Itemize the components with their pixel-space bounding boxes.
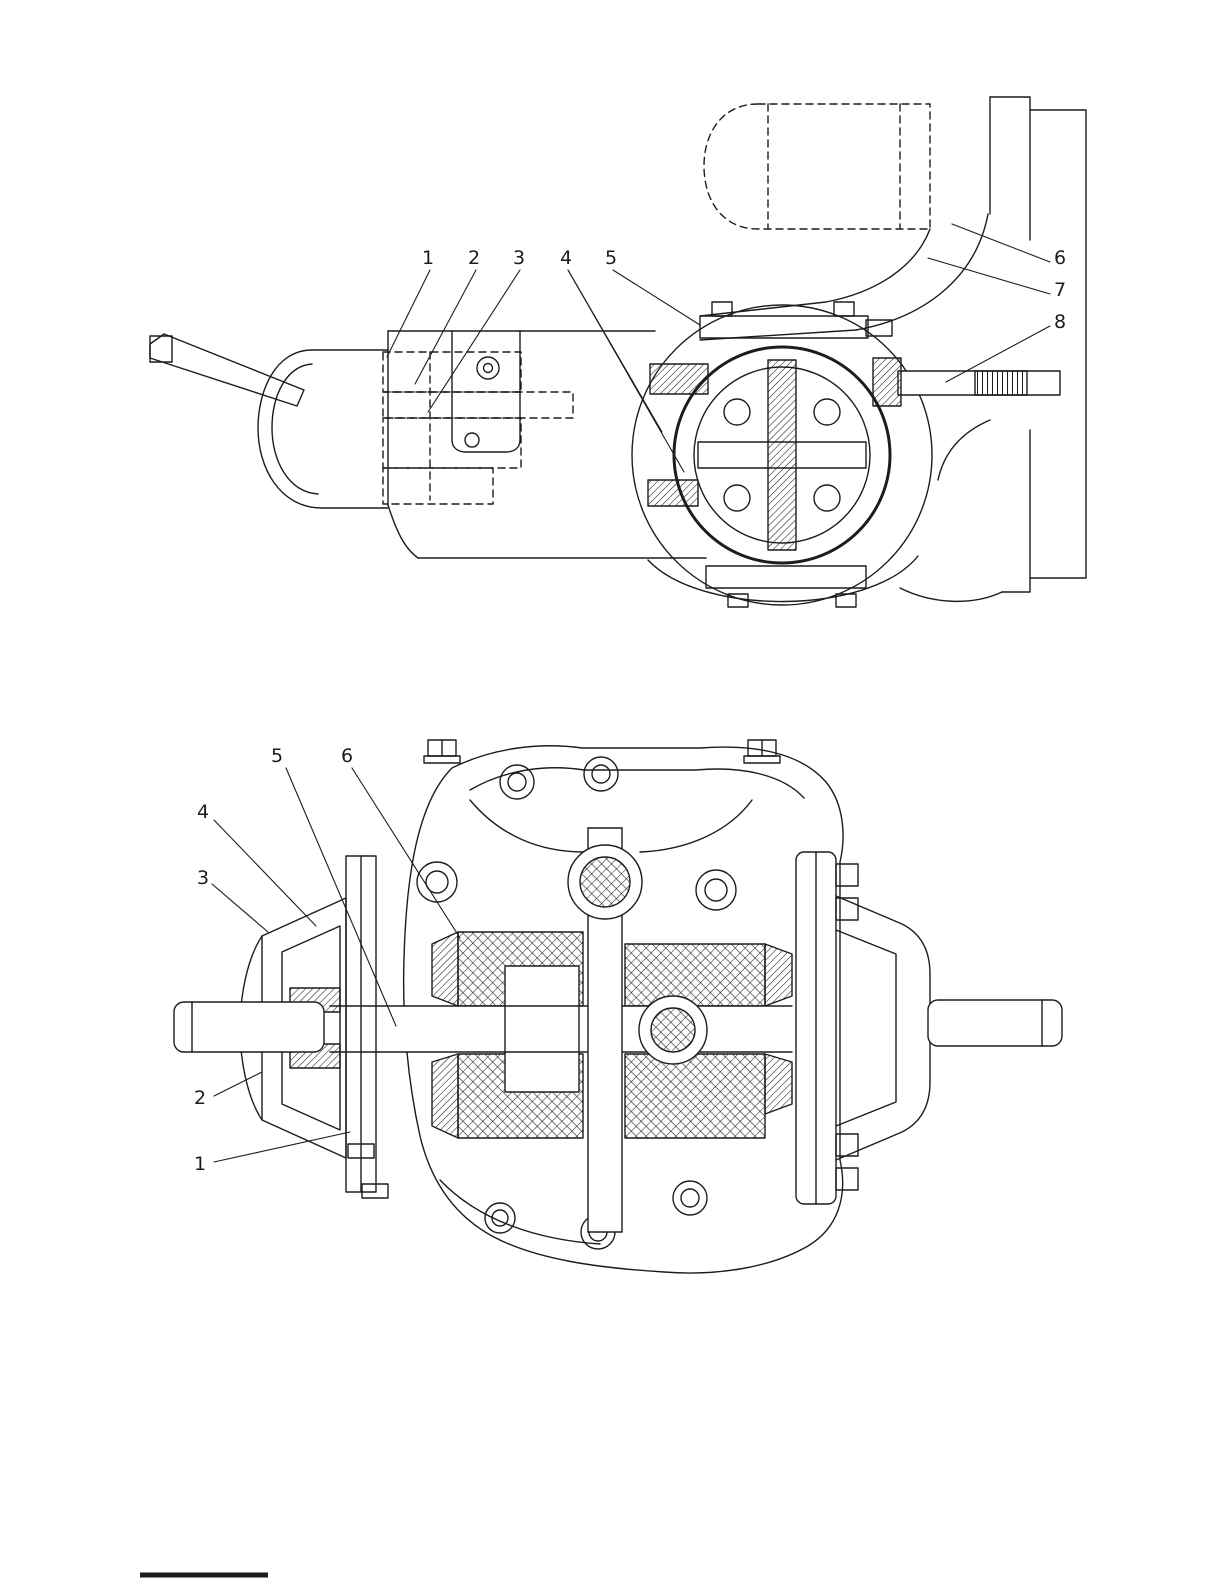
top-callout-2: 2 <box>468 247 480 269</box>
figure-bottom-final-drive-section: 5 6 4 3 2 1 <box>173 739 1063 1274</box>
bottom-callout-4: 4 <box>197 801 209 823</box>
right-flange-hub <box>795 851 1063 1205</box>
internal-dashed-details <box>382 351 574 505</box>
bottom-callout-5: 5 <box>271 745 283 767</box>
bellhousing-flange <box>899 96 1087 603</box>
output-shaft <box>872 357 1061 407</box>
shift-bracket <box>451 330 521 453</box>
bottom-callout-6: 6 <box>341 745 353 767</box>
top-callout-5: 5 <box>605 247 617 269</box>
top-callout-3: 3 <box>513 247 525 269</box>
top-callout-1: 1 <box>422 247 434 269</box>
bolt-bosses <box>416 756 737 1250</box>
top-callout-4: 4 <box>560 247 572 269</box>
top-callout-8: 8 <box>1054 311 1066 333</box>
bottom-callout-3: 3 <box>197 867 209 889</box>
left-output-joint <box>173 855 389 1199</box>
top-mounting-pad <box>699 301 893 339</box>
bottom-callout-2: 2 <box>194 1087 206 1109</box>
bottom-mounting-pad <box>647 555 919 608</box>
dashed-cylinder-unit <box>703 103 931 230</box>
bottom-callout-1: 1 <box>194 1153 206 1175</box>
top-callout-6: 6 <box>1054 247 1066 269</box>
gearbox-body <box>149 330 707 559</box>
shift-lever <box>149 333 305 407</box>
top-callout-7: 7 <box>1054 279 1066 301</box>
housing-bolts-top <box>423 739 781 764</box>
bottom-figure-leader-lines <box>211 767 461 1163</box>
differential-housing-circle <box>631 304 933 606</box>
top-figure-leader-lines <box>386 223 1051 473</box>
differential-core <box>329 827 793 1233</box>
cover-curves <box>699 213 989 341</box>
figure-top-transaxle-side-view: 1 2 3 4 5 6 7 8 <box>149 96 1087 608</box>
